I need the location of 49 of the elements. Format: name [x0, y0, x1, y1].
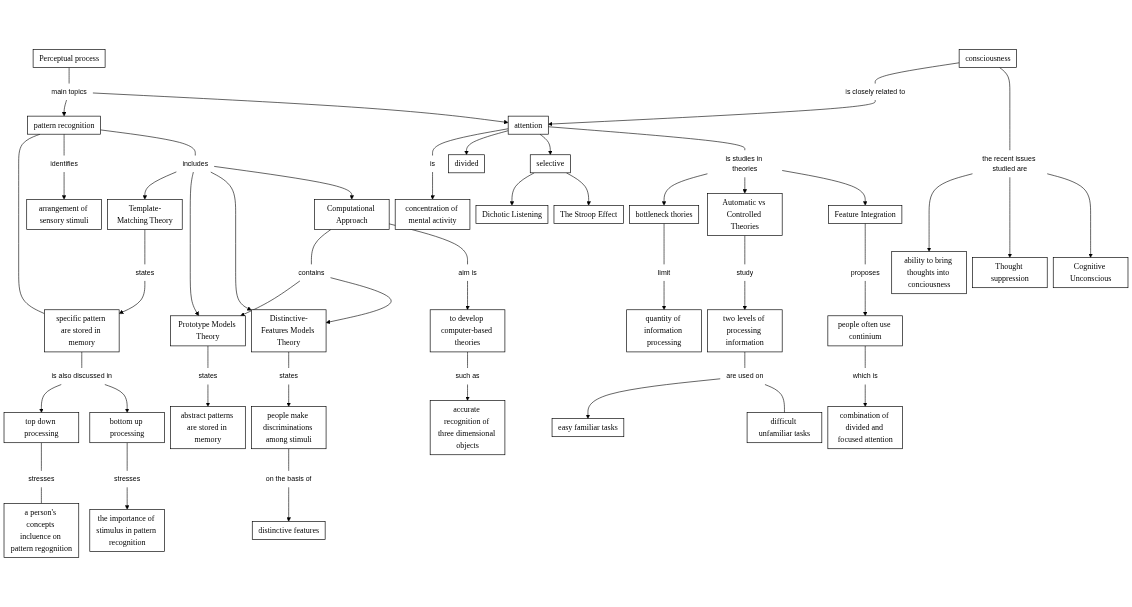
- node-box: Thought suppression: [972, 257, 1048, 289]
- node-box: top down processing: [3, 412, 80, 444]
- connector: [144, 229, 146, 265]
- connector: [764, 384, 785, 413]
- node-box: the importance of stimulus in pattern recognition: [89, 509, 165, 552]
- connector: [68, 67, 70, 84]
- connector: [41, 487, 42, 504]
- node-box: Distinctive-Features Models Theory: [251, 309, 327, 353]
- node-box: specific pattern are stored in memory: [44, 309, 120, 353]
- node-box: easy familiar tasks: [551, 418, 625, 437]
- node-box: bottleneck thories: [629, 205, 700, 224]
- connector: [18, 133, 45, 314]
- node-box: The Stroop Effect: [553, 205, 624, 224]
- node-box: distinctive features: [251, 521, 326, 540]
- connector: [864, 223, 866, 265]
- node-box: Cognitive Unconscious: [1052, 257, 1129, 289]
- connector: [100, 129, 196, 156]
- node-box: quantity of information processing: [626, 309, 702, 353]
- node-box: concentration of mental activity: [394, 199, 471, 230]
- connector: [663, 223, 665, 265]
- node-box: Automatic vs Controlled Theories: [707, 193, 783, 236]
- node-box: Feature Integration: [828, 205, 903, 224]
- node-box: people often use continium: [827, 315, 903, 347]
- node-box: consciousness: [958, 49, 1017, 68]
- node-box: two levels of processing information: [707, 309, 783, 353]
- connector: [999, 67, 1011, 151]
- node-box: Dichotic Listening: [475, 205, 549, 224]
- node-box: accurate recognition of three dimensional objects: [429, 400, 506, 456]
- node-box: to develop computer-based theories: [429, 309, 506, 353]
- connector: [548, 126, 746, 151]
- node-box: combination of divided and focused attention: [827, 406, 903, 450]
- connector: [311, 229, 332, 265]
- node-box: bottom up processing: [89, 412, 165, 444]
- node-box: abstract patterns are stored in memory: [170, 406, 246, 450]
- node-box: difficult unfamiliar tasks: [746, 412, 823, 444]
- node-box: attention: [507, 115, 549, 135]
- node-box: pattern recognition: [27, 115, 101, 135]
- node-box: Prototype Models Theory: [170, 315, 246, 347]
- node-box: Template-Matching Theory: [107, 199, 183, 230]
- node-box: divided: [448, 154, 485, 174]
- node-box: Perceptual process: [32, 49, 106, 68]
- node-box: Computational Approach: [314, 199, 390, 230]
- node-box: selective: [529, 154, 571, 174]
- node-box: ability to bring thoughts into conciousness: [891, 251, 967, 295]
- node-box: people make discriminations among stimuli: [251, 406, 327, 450]
- node-box: a person's concepts incluence on pattern regognition: [3, 503, 80, 558]
- node-box: arrangement of sensory stimuli: [26, 199, 102, 230]
- connector: [744, 235, 746, 265]
- connector: [467, 351, 468, 369]
